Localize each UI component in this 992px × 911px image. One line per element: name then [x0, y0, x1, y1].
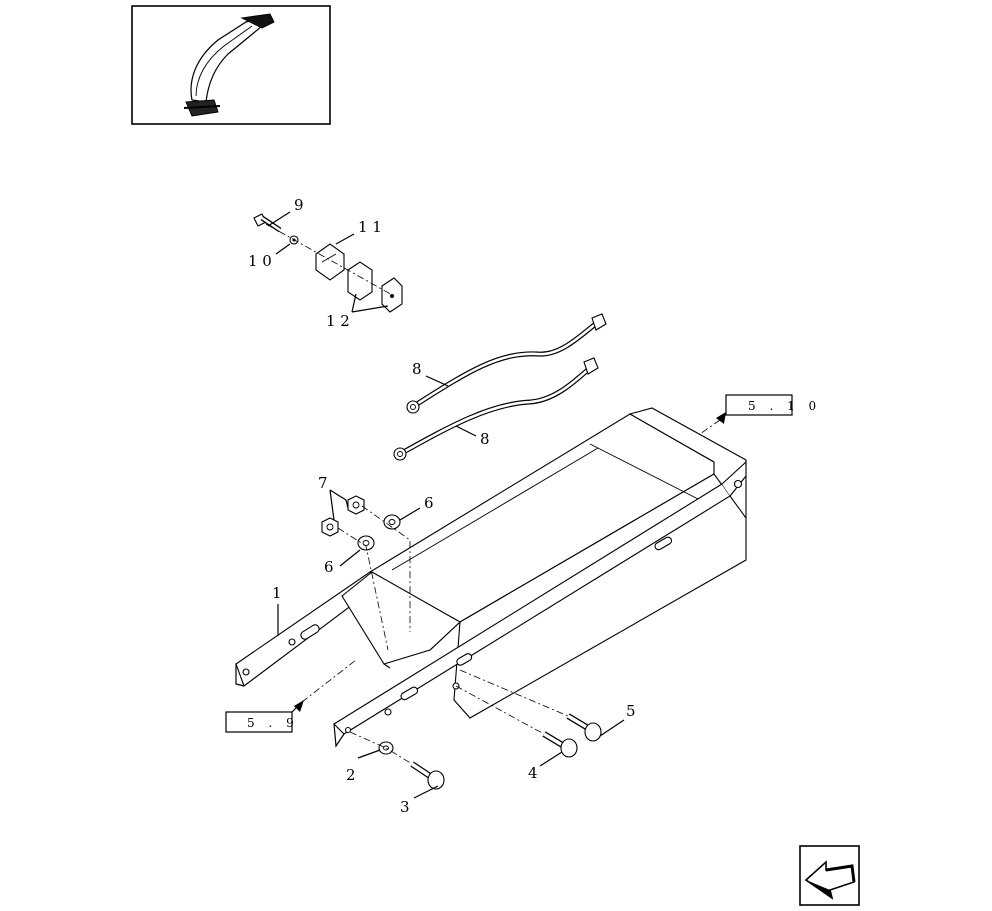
nut-lower	[321, 517, 339, 537]
callout-12: 1 2	[326, 312, 350, 330]
callout-10: 1 0	[248, 252, 272, 270]
callout-7: 7	[318, 474, 328, 492]
callout-6-lower: 6	[324, 558, 334, 576]
bolt-centerlines	[349, 669, 569, 765]
callout-8-lower: 8	[480, 430, 490, 448]
callout-4: 4	[528, 764, 538, 782]
reference-box-5-9[interactable]: 5 . 9	[225, 659, 357, 733]
callout-5: 5	[626, 702, 636, 720]
hydraulic-tube-lower	[393, 357, 599, 461]
clamp-bracket	[315, 243, 345, 281]
boom-housing	[368, 407, 747, 719]
reference-label: 5 . 1 0	[748, 399, 821, 413]
callout-6-upper: 6	[424, 494, 434, 512]
nut-centerlines	[337, 505, 411, 651]
washer-upper	[383, 514, 401, 530]
front-scoop	[341, 571, 461, 669]
bolt-part-4	[542, 731, 578, 758]
clamp-block-upper	[347, 261, 373, 301]
nut-upper	[347, 495, 365, 515]
callout-8-upper: 8	[412, 360, 422, 378]
leader-lines	[267, 211, 625, 799]
hydraulic-tube-upper	[406, 313, 607, 414]
bolt-part-3	[410, 761, 445, 790]
clamp-block-lower	[381, 277, 403, 313]
right-side-rail	[333, 460, 747, 748]
callout-3: 3	[400, 798, 410, 816]
washer-part-2	[378, 741, 394, 755]
callout-1: 1	[272, 584, 282, 602]
clamp-bolt	[253, 213, 282, 233]
callout-9: 9	[294, 196, 304, 214]
callout-2: 2	[346, 766, 356, 784]
next-page-arrow-icon[interactable]	[799, 845, 860, 906]
reference-box-5-10[interactable]: 5 . 1 0	[699, 394, 821, 435]
clamp-centerline	[265, 223, 395, 297]
overview-thumbnail[interactable]	[131, 5, 331, 125]
callout-11: 1 1	[358, 218, 382, 236]
reference-label: 5 . 9	[247, 716, 299, 730]
washer-lower	[357, 535, 375, 551]
bolt-part-5	[566, 713, 602, 742]
